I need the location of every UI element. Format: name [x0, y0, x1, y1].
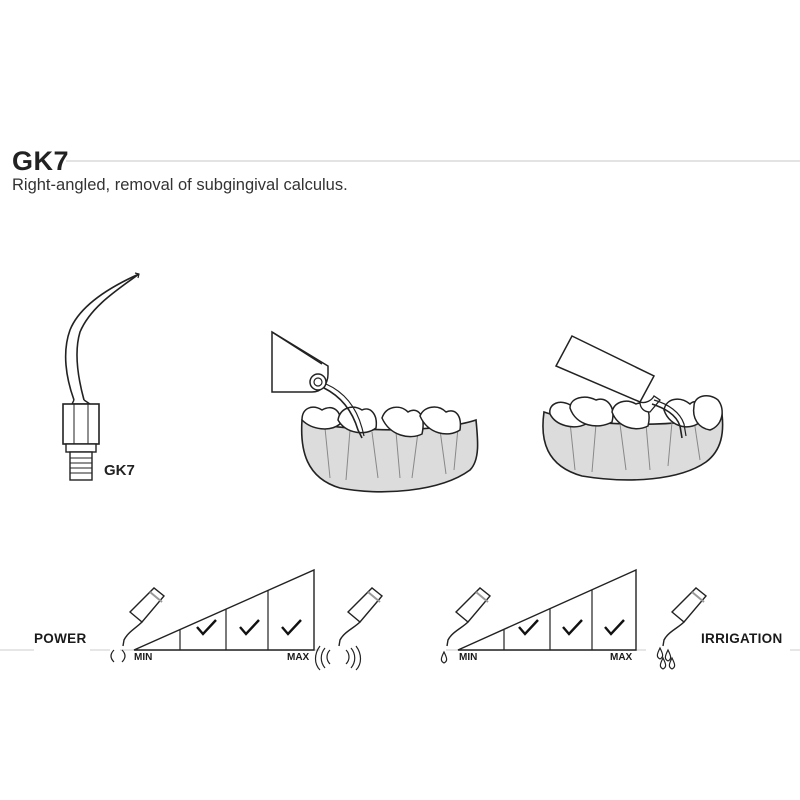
- product-description: Right-angled, removal of subgingival cal…: [12, 176, 348, 194]
- irrigation-label: IRRIGATION: [701, 631, 783, 646]
- check-icon: [518, 619, 539, 636]
- irrigation-min-label: MIN: [459, 652, 478, 663]
- power-max-label: MAX: [287, 652, 310, 663]
- check-icon: [239, 619, 260, 636]
- vibration-max-icon: [314, 645, 362, 671]
- product-title: GK7: [12, 146, 70, 176]
- water-drops-icon: [656, 646, 676, 670]
- check-icon: [562, 619, 583, 636]
- title-divider: [66, 160, 800, 162]
- handpiece-min-icon: [122, 587, 165, 647]
- power-min-label: MIN: [134, 652, 153, 663]
- check-icon: [281, 619, 302, 636]
- tip-model-label: GK7: [104, 462, 135, 479]
- irrigation-rule-right: [790, 649, 800, 651]
- vibration-min-icon: [110, 649, 126, 663]
- water-drop-icon: [440, 650, 448, 664]
- irrigation-max-label: MAX: [610, 652, 633, 663]
- power-rule-mid: [90, 649, 110, 651]
- check-icon: [604, 619, 625, 636]
- power-rule-left: [0, 649, 34, 651]
- handpiece-max-icon: [662, 587, 707, 647]
- power-label: POWER: [34, 631, 87, 646]
- handpiece-max-icon: [338, 587, 383, 647]
- handpiece-min-icon: [446, 587, 491, 647]
- check-icon: [196, 619, 217, 636]
